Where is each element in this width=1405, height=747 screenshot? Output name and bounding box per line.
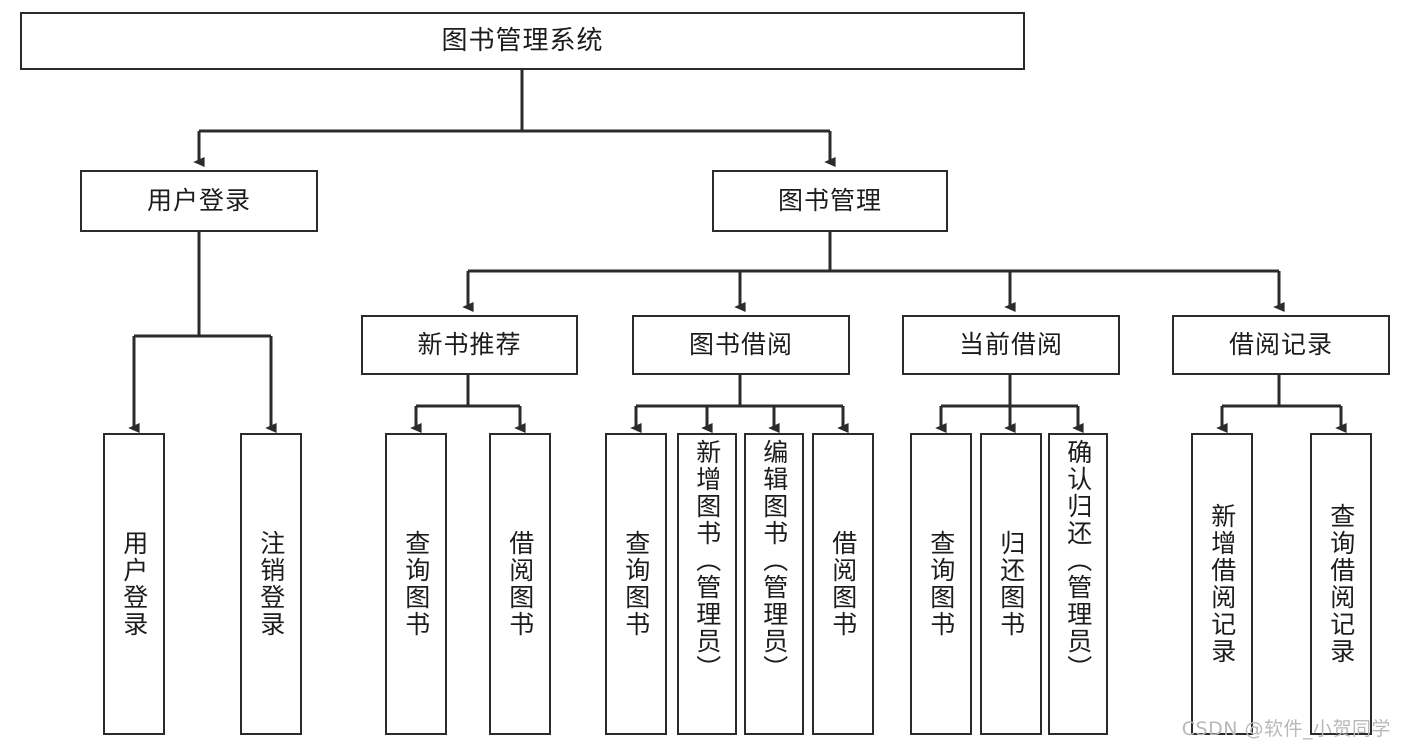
node-new-book-recommend[interactable]: 新书推荐: [361, 315, 578, 375]
leaf-user-login-logout-label: 注销登录: [256, 530, 286, 638]
node-root-system-label: 图书管理系统: [441, 25, 604, 56]
node-user-login-label: 用户登录: [146, 186, 251, 216]
node-user-login[interactable]: 用户登录: [80, 170, 318, 232]
leaf-book-borrow-edit-label: 编辑图书（管理员）: [759, 439, 789, 682]
leaf-user-login-login[interactable]: 用户登录: [103, 433, 165, 735]
leaf-current-borrow-query[interactable]: 查询图书: [910, 433, 972, 735]
leaf-new-book-query-label: 查询图书: [401, 530, 431, 638]
leaf-book-borrow-query-label: 查询图书: [621, 530, 651, 638]
leaf-new-book-borrow-label: 借阅图书: [505, 530, 535, 638]
leaf-user-login-logout[interactable]: 注销登录: [240, 433, 302, 735]
leaf-book-borrow-borrow-label: 借阅图书: [828, 530, 858, 638]
node-root-system[interactable]: 图书管理系统: [20, 12, 1025, 70]
node-book-management[interactable]: 图书管理: [712, 170, 948, 232]
leaf-borrow-record-query[interactable]: 查询借阅记录: [1310, 433, 1372, 735]
leaf-book-borrow-add[interactable]: 新增图书（管理员）: [677, 433, 737, 735]
node-book-borrow[interactable]: 图书借阅: [632, 315, 850, 375]
leaf-current-borrow-query-label: 查询图书: [926, 530, 956, 638]
node-book-management-label: 图书管理: [777, 186, 882, 216]
leaf-book-borrow-query[interactable]: 查询图书: [605, 433, 667, 735]
node-new-book-recommend-label: 新书推荐: [417, 330, 522, 360]
leaf-new-book-borrow[interactable]: 借阅图书: [489, 433, 551, 735]
leaf-borrow-record-query-label: 查询借阅记录: [1326, 503, 1356, 665]
node-book-borrow-label: 图书借阅: [688, 330, 793, 360]
leaf-book-borrow-edit[interactable]: 编辑图书（管理员）: [744, 433, 804, 735]
leaf-current-borrow-return[interactable]: 归还图书: [980, 433, 1042, 735]
leaf-current-borrow-confirm[interactable]: 确认归还（管理员）: [1048, 433, 1108, 735]
leaf-book-borrow-add-label: 新增图书（管理员）: [692, 439, 722, 682]
node-current-borrow[interactable]: 当前借阅: [902, 315, 1120, 375]
leaf-current-borrow-return-label: 归还图书: [996, 530, 1026, 638]
leaf-user-login-login-label: 用户登录: [119, 530, 149, 638]
watermark-text: CSDN @软件_小贺同学: [1181, 718, 1391, 740]
node-borrow-record[interactable]: 借阅记录: [1172, 315, 1390, 375]
node-current-borrow-label: 当前借阅: [958, 330, 1063, 360]
leaf-borrow-record-add-label: 新增借阅记录: [1207, 503, 1237, 665]
leaf-borrow-record-add[interactable]: 新增借阅记录: [1191, 433, 1253, 735]
node-borrow-record-label: 借阅记录: [1228, 330, 1333, 360]
leaf-current-borrow-confirm-label: 确认归还（管理员）: [1063, 439, 1093, 682]
leaf-book-borrow-borrow[interactable]: 借阅图书: [812, 433, 874, 735]
leaf-new-book-query[interactable]: 查询图书: [385, 433, 447, 735]
